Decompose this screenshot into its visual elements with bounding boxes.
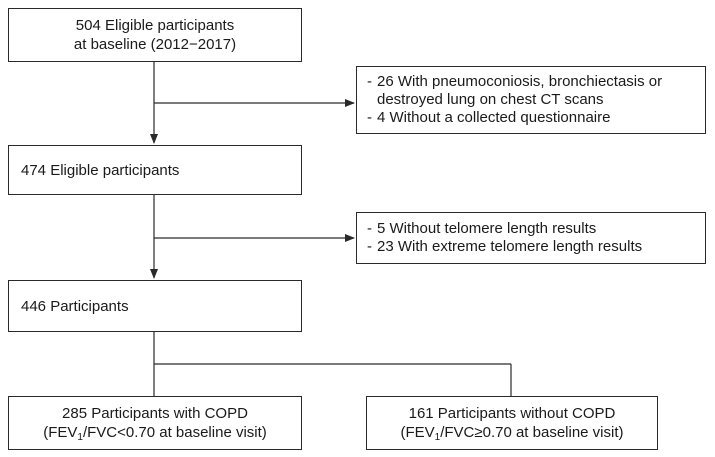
with-copd-box: 285 Participants with COPD (FEV1/FVC<0.7… [8, 396, 302, 450]
with-copd-fev-subscript: 1 [77, 432, 83, 443]
without-copd-box: 161 Participants without COPD (FEV1/FVC≥… [366, 396, 658, 450]
exclusion-box-1: - 26 With pneumoconiosis, bronchiectasis… [356, 66, 706, 134]
exclusion-1-item-1-line-1: 26 With pneumoconiosis, bronchiectasis o… [377, 73, 663, 90]
exclusion-1-item-1-line-2: destroyed lung on chest CT scans [377, 91, 604, 108]
exclusion-2-item-2-dash: - [367, 238, 372, 255]
exclusion-2-item-2-text: 23 With extreme telomere length results [377, 238, 643, 255]
without-copd-line-1: 161 Participants without COPD [408, 405, 616, 422]
baseline-box: 504 Eligible participants at baseline (2… [8, 8, 302, 62]
with-copd-line-2: (FEV1/FVC<0.70 at baseline visit) [43, 423, 267, 443]
exclusion-1-item-2: - 4 Without a collected questionnaire [367, 109, 705, 127]
exclusion-1-item-1: - 26 With pneumoconiosis, bronchiectasis… [367, 73, 705, 109]
without-copd-ratio-rest: /FVC≥0.70 at baseline visit) [440, 424, 624, 441]
baseline-line-1: 504 Eligible participants [75, 17, 235, 34]
exclusion-box-2: - 5 Without telomere length results - 23… [356, 212, 706, 264]
participants-text: 446 Participants [21, 297, 129, 315]
exclusion-1-item-1-dash: - [367, 73, 372, 90]
exclusion-2-item-1: - 5 Without telomere length results [367, 220, 705, 238]
eligible-box: 474 Eligible participants [8, 145, 302, 195]
with-copd-line-1: 285 Participants with COPD [62, 405, 248, 422]
participants-box: 446 Participants [8, 280, 302, 332]
without-copd-fev-prefix: (FEV [400, 424, 435, 441]
exclusion-2-item-1-dash: - [367, 220, 372, 237]
without-copd-fev-subscript: 1 [434, 432, 441, 443]
baseline-line-2: at baseline (2012−2017) [73, 36, 237, 53]
exclusion-2-item-2: - 23 With extreme telomere length result… [367, 238, 705, 256]
exclusion-1-item-2-text: 4 Without a collected questionnaire [377, 109, 611, 126]
exclusion-1-item-2-dash: - [367, 109, 372, 126]
exclusion-2-item-1-text: 5 Without telomere length results [377, 220, 597, 237]
with-copd-ratio-rest: /FVC<0.70 at baseline visit) [82, 424, 267, 441]
eligible-text: 474 Eligible participants [21, 161, 180, 179]
without-copd-line-2: (FEV1/FVC≥0.70 at baseline visit) [400, 423, 624, 443]
with-copd-fev-prefix: (FEV [43, 424, 78, 441]
